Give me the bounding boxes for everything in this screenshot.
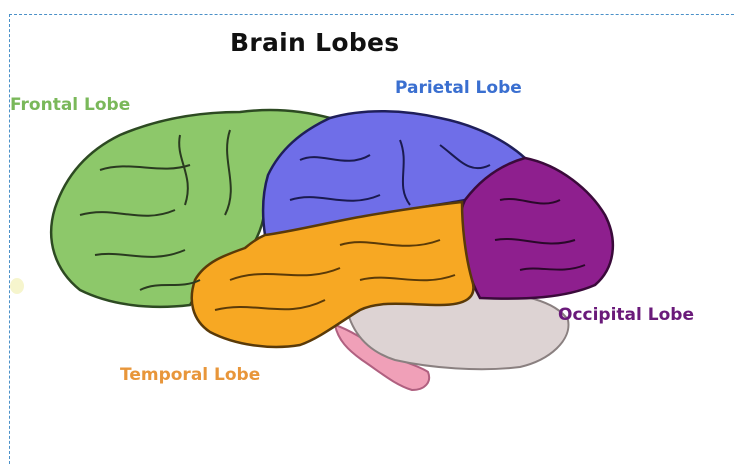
occipital-lobe <box>461 158 613 299</box>
label-frontal-lobe: Frontal Lobe <box>10 95 130 115</box>
brain-illustration <box>0 0 735 450</box>
label-occipital-lobe: Occipital Lobe <box>558 305 694 325</box>
label-parietal-lobe: Parietal Lobe <box>395 78 522 98</box>
label-temporal-lobe: Temporal Lobe <box>120 365 260 385</box>
